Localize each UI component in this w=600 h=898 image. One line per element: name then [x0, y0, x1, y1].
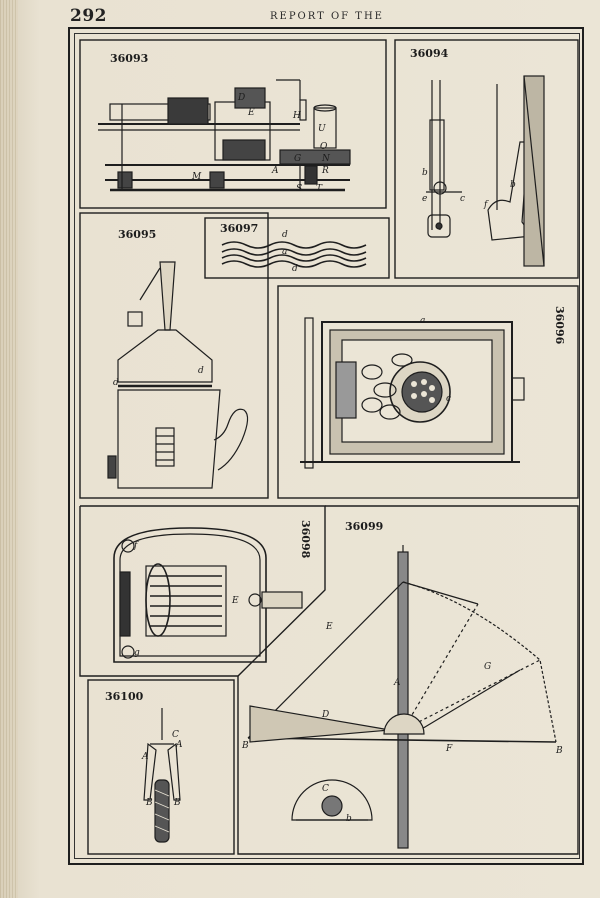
figure-36098-drawing	[113, 527, 303, 663]
figure-number-36095: 36095	[118, 228, 157, 241]
letter-36093-N: N	[322, 154, 330, 164]
letter-36094-f: f	[484, 200, 488, 210]
letter-36099-D: D	[322, 710, 330, 720]
panel-borders	[79, 39, 579, 855]
letter-36097-a: a	[282, 247, 288, 257]
plate-inner-border	[74, 33, 580, 859]
letter-36093-A: A	[272, 166, 279, 176]
letter-36100-A1: A	[142, 752, 149, 762]
figure-36100-drawing	[143, 708, 181, 843]
figure-36094-drawing	[426, 75, 545, 267]
letter-36099-C: C	[322, 784, 329, 794]
figure-36097-drawing	[221, 241, 367, 268]
letter-36096-c: c	[446, 394, 452, 404]
letter-36099-E: E	[326, 622, 333, 632]
letter-36093-R: R	[322, 166, 329, 176]
page-edge	[0, 0, 18, 898]
figure-36099-drawing	[247, 545, 557, 849]
letter-36094-c: c	[460, 194, 466, 204]
letter-36094-b2: b	[510, 180, 516, 190]
letter-36094-b: b	[422, 168, 428, 178]
figure-number-36100: 36100	[105, 690, 144, 703]
letter-36093-M: M	[192, 172, 202, 182]
figure-36096-drawing	[300, 317, 525, 469]
letter-36099-A: A	[394, 678, 401, 688]
page-number: 292	[70, 6, 107, 26]
letter-36093-U: U	[318, 124, 326, 134]
letter-36099-b: b	[346, 814, 352, 824]
letter-36099-B2: B	[556, 746, 563, 756]
letter-36095-d1: d	[113, 378, 119, 388]
letter-36100-B1: B	[146, 798, 153, 808]
figure-number-36099: 36099	[345, 520, 384, 533]
figure-36093-drawing	[98, 79, 351, 192]
letter-36098-f: f	[134, 541, 138, 551]
figure-36095-drawing	[107, 261, 249, 489]
figure-number-36098: 36098	[299, 520, 312, 559]
letter-36096-a: a	[420, 316, 426, 326]
letter-36098-E: E	[232, 596, 239, 606]
letter-36093-O: O	[320, 142, 328, 152]
letter-36099-B1: B	[242, 741, 249, 751]
letter-36093-S: S	[296, 184, 303, 194]
letter-36099-F: F	[446, 744, 453, 754]
figure-number-36097: 36097	[220, 222, 259, 235]
plate-outer-border	[68, 27, 584, 865]
letter-36100-A2: A	[176, 740, 183, 750]
letter-36093-T: T	[316, 184, 323, 194]
letter-36100-C: C	[172, 730, 179, 740]
letter-36093-E: E	[248, 108, 255, 118]
letter-36095-d2: d	[198, 366, 204, 376]
letter-36099-G: G	[484, 662, 492, 672]
letter-36098-g: g	[134, 648, 140, 658]
letter-36097-d1: d	[282, 230, 288, 240]
running-header: REPORT OF THE	[270, 11, 384, 22]
letter-36093-G: G	[294, 154, 302, 164]
letter-36094-e: e	[422, 194, 428, 204]
letter-36100-B2: B	[174, 798, 181, 808]
letter-36097-d2: d	[292, 264, 298, 274]
figure-number-36096: 36096	[553, 306, 566, 345]
figure-number-36093: 36093	[110, 52, 149, 65]
letter-36093-H: H	[293, 111, 301, 121]
letter-36093-D: D	[238, 93, 246, 103]
figure-number-36094: 36094	[410, 47, 449, 60]
